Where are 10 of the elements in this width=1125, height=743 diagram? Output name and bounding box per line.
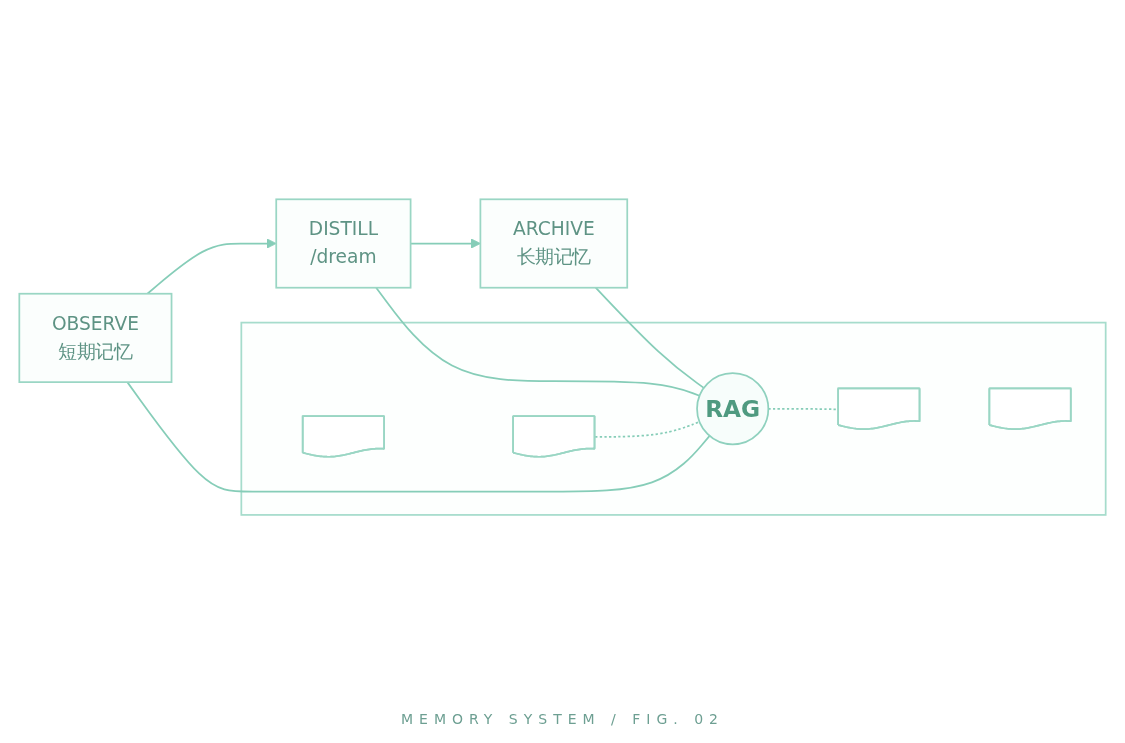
node-box: ARCHIVE 长期记忆 [479, 198, 629, 289]
connector [126, 381, 711, 493]
node-box: OBSERVE 短期记忆 [18, 293, 173, 384]
arrow [146, 238, 277, 295]
node-circle: RAG [696, 372, 770, 446]
connector [594, 421, 701, 439]
node-box: DISTILL /dream [275, 198, 412, 289]
connector [594, 287, 705, 390]
connector [375, 287, 701, 398]
caption: MEMORY SYSTEM / FIG. 02 [401, 711, 724, 727]
